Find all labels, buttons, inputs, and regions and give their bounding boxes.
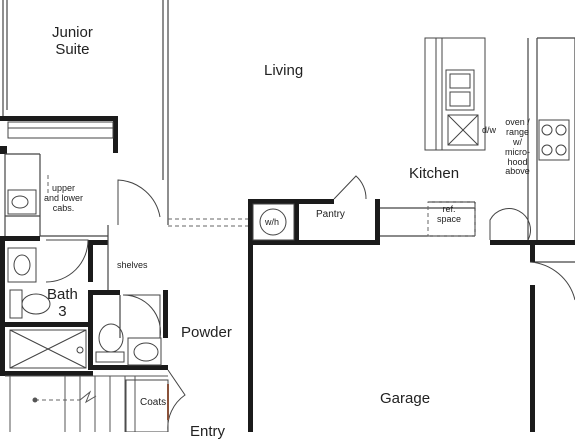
label-dishwasher: d/w	[482, 125, 497, 135]
room-label-pantry: Pantry	[316, 209, 345, 220]
oven-line-1: oven /	[505, 117, 530, 127]
garage-door	[529, 261, 575, 301]
oven-line-6: above	[505, 166, 530, 177]
wall-garage-top-b	[248, 240, 380, 245]
entry-door	[167, 369, 186, 432]
wall-pantry-left	[294, 199, 299, 245]
room-label-living: Living	[264, 62, 304, 79]
ref-line-2: space	[437, 213, 462, 224]
wall-kitchen-bottom	[490, 240, 535, 245]
stairs	[5, 375, 168, 432]
cabs-line-1: upper	[52, 183, 76, 193]
room-label-garage: Garage	[380, 390, 431, 407]
wall-bath-top	[0, 236, 40, 241]
pantry-door	[333, 175, 367, 200]
cabs-line-2: and lower	[44, 192, 84, 203]
room-label-entry: Entry	[190, 423, 226, 440]
oven-line-4: micro-	[505, 146, 530, 157]
room-label-kitchen: Kitchen	[409, 165, 460, 182]
wall-bath-right	[88, 240, 93, 282]
wall-powder-mid	[88, 290, 93, 370]
bath-door	[45, 239, 89, 283]
kitchen-island	[424, 37, 486, 151]
wall-right-stub	[530, 240, 535, 262]
suite-window	[7, 121, 114, 139]
wall-powder-bottom	[88, 365, 168, 370]
floor-plan	[0, 0, 575, 432]
wall-powder-top	[88, 290, 120, 295]
kitchen-door	[489, 208, 531, 241]
wall-suite-top	[0, 116, 118, 121]
wall-suite-right	[113, 116, 118, 153]
wall-left-stub	[0, 146, 7, 154]
label-oven-range: oven / range w/ micro- hood above	[505, 117, 530, 177]
walls	[0, 116, 575, 432]
bath-line-1: Bath	[47, 286, 78, 303]
partitions	[2, 0, 575, 338]
ref-line-1: ref.	[442, 204, 456, 214]
wall-right-top	[530, 240, 575, 245]
wall-shower-top	[5, 322, 93, 327]
bath-line-2: 3	[58, 302, 67, 320]
oven-line-3: w/	[513, 136, 522, 147]
coats-closet	[125, 379, 169, 432]
wall-closet-top	[88, 240, 108, 245]
room-label-junior-suite: Junior Suite	[52, 24, 93, 58]
powder-fixtures	[95, 323, 162, 366]
wall-pantry-right	[375, 199, 380, 245]
wall-powder-right	[163, 290, 168, 338]
junior-suite-line-1: Junior	[52, 24, 93, 41]
wall-garage-top-a	[248, 199, 294, 204]
suite-door	[117, 179, 161, 225]
label-upper-lower-cabs: upper and lower cabs.	[44, 183, 84, 214]
oven-line-5: hood	[507, 156, 528, 167]
wall-pantry-top	[294, 199, 334, 204]
room-label-coats: Coats	[140, 397, 167, 408]
label-water-heater: w/h	[265, 217, 280, 227]
wall-garage-left	[248, 199, 253, 432]
closet-door	[122, 294, 161, 339]
range	[538, 119, 570, 161]
bath-fixtures	[7, 189, 87, 369]
wall-bath-left	[0, 236, 5, 376]
room-label-bath: Bath 3	[47, 286, 78, 320]
dashed-lines	[35, 175, 476, 401]
oven-line-2: range	[505, 126, 530, 137]
room-label-powder: Powder	[181, 324, 232, 341]
label-ref-space: ref. space	[437, 204, 462, 225]
label-shelves: shelves	[117, 260, 148, 270]
cabs-line-3: cabs.	[52, 202, 75, 213]
junior-suite-line-2: Suite	[55, 40, 90, 58]
water-heater	[252, 203, 295, 241]
wall-shower-bottom	[5, 371, 93, 376]
wall-right-lower	[530, 285, 535, 432]
